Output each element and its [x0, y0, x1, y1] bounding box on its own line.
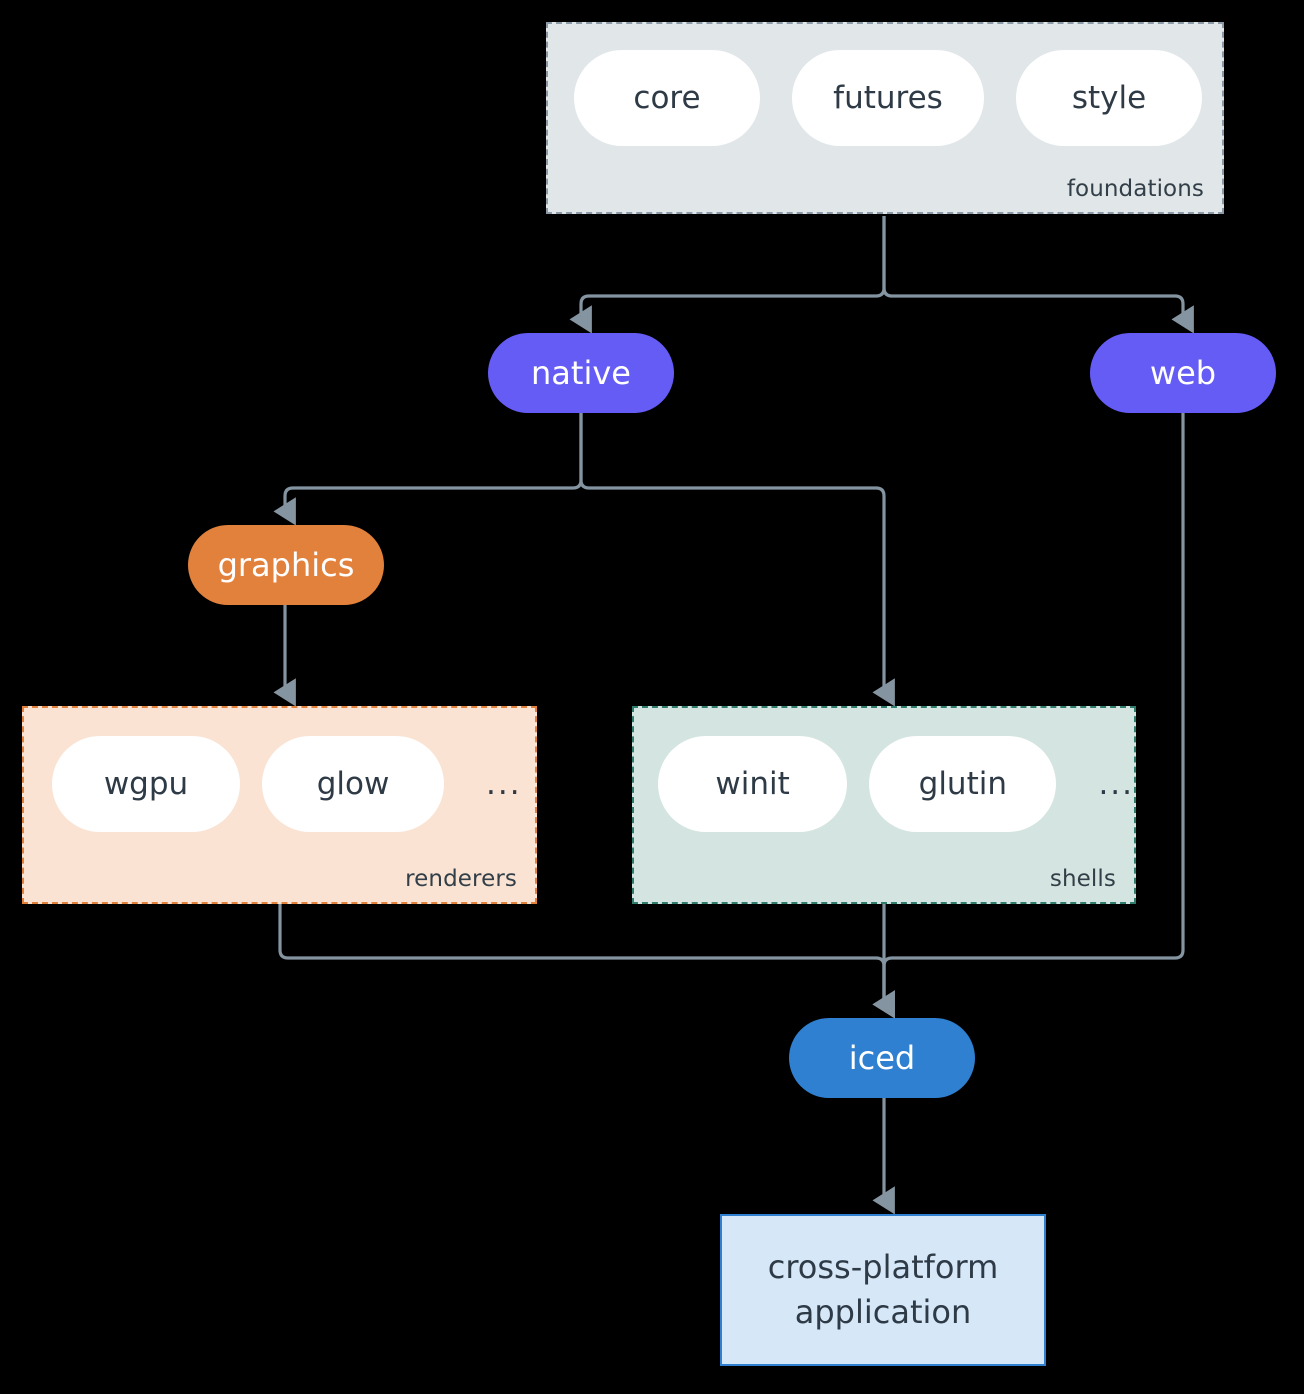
edge-foundations-web	[882, 216, 1194, 334]
node-web[interactable]: web	[1090, 333, 1276, 413]
node-winit[interactable]: winit	[658, 736, 848, 832]
group-foundations: core futures style foundations	[546, 22, 1224, 214]
edge-native-shells	[579, 413, 895, 707]
application-label-line2: application	[794, 1293, 972, 1331]
node-glow[interactable]: glow	[262, 736, 444, 832]
node-cross-platform-application[interactable]: cross-platform application	[720, 1214, 1046, 1366]
edge-renderers-iced	[278, 904, 895, 1019]
node-futures[interactable]: futures	[792, 50, 984, 146]
group-renderers: wgpu glow ... renderers	[22, 706, 537, 904]
group-label-shells: shells	[1049, 866, 1116, 892]
node-core[interactable]: core	[574, 50, 760, 146]
group-label-foundations: foundations	[1066, 176, 1204, 202]
group-shells: winit glutin ... shells	[632, 706, 1136, 904]
node-iced[interactable]: iced	[789, 1018, 975, 1098]
node-native[interactable]: native	[488, 333, 674, 413]
renderers-ellipsis: ...	[486, 766, 522, 802]
application-label-line1: cross-platform	[767, 1247, 999, 1286]
node-graphics[interactable]: graphics	[188, 525, 384, 605]
node-style[interactable]: style	[1016, 50, 1202, 146]
node-wgpu[interactable]: wgpu	[52, 736, 240, 832]
shells-ellipsis: ...	[1098, 766, 1134, 802]
edge-native-graphics	[273, 413, 583, 526]
group-label-renderers: renderers	[405, 866, 517, 892]
node-glutin[interactable]: glutin	[869, 736, 1057, 832]
edge-foundations-native	[569, 216, 886, 334]
